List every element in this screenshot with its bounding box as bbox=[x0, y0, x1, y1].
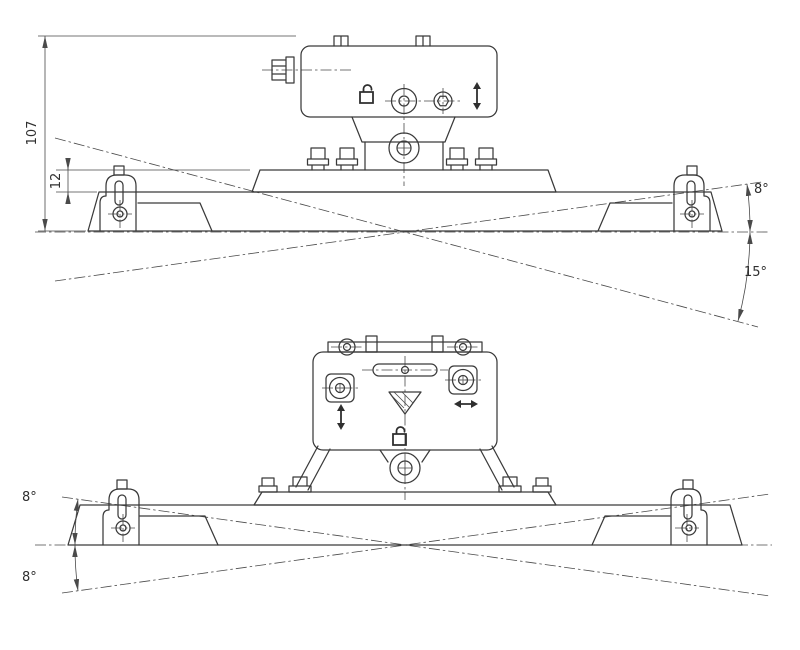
angle-8-arc-lower bbox=[72, 544, 80, 592]
rail-outline bbox=[87, 191, 723, 232]
bracket-bolt-left-outer bbox=[112, 206, 128, 222]
neck-lines bbox=[351, 116, 456, 143]
bracket-verticals bbox=[364, 141, 444, 171]
bottom-dimensions: 8° 8° bbox=[22, 490, 80, 592]
bracket-bolt-right-bottom-outer bbox=[681, 520, 697, 536]
adjuster-screw-left-outer bbox=[328, 376, 352, 400]
rail-step-lines bbox=[137, 202, 673, 232]
bracket-slot-right-bottom bbox=[683, 494, 693, 520]
top-tab-left bbox=[365, 335, 378, 353]
vertical-arrow-up bbox=[337, 404, 345, 411]
top-centerlines bbox=[35, 69, 768, 328]
adjuster-screw-right-outer bbox=[451, 368, 475, 392]
bracket-bolt-left-bottom-outer bbox=[115, 520, 131, 536]
bottom-centerlines bbox=[35, 346, 772, 597]
bracket-top-bolt-right-bottom bbox=[682, 479, 694, 490]
end-bracket-left bbox=[99, 174, 137, 232]
adjuster-boss-right bbox=[448, 365, 478, 395]
head-top-tabs bbox=[333, 35, 431, 47]
support-arm-left bbox=[295, 445, 331, 491]
unlock-icon bbox=[359, 84, 374, 104]
adjust-slot-pin bbox=[400, 365, 410, 375]
top-tab-right bbox=[431, 335, 444, 353]
pivot-outer-bottom bbox=[389, 452, 421, 484]
rail-outline-bottom bbox=[67, 504, 743, 546]
bracket-bolt-left-inner bbox=[116, 210, 124, 218]
side-screw-outer bbox=[433, 91, 453, 111]
horizontal-arrow-left bbox=[454, 400, 461, 408]
drive-screw-outer bbox=[390, 87, 418, 115]
bracket-crosshairs-top bbox=[108, 200, 704, 228]
bracket-slot-left bbox=[114, 180, 124, 206]
tilt-arrow-down bbox=[473, 103, 481, 110]
bracket-crosshairs-bottom bbox=[111, 514, 699, 542]
top-mount-plate bbox=[327, 341, 483, 353]
adjuster-boss-left bbox=[325, 373, 355, 403]
mount-bolts-top bbox=[306, 147, 498, 171]
adjuster-screw-left-cross bbox=[335, 383, 345, 393]
centerline-15deg bbox=[54, 137, 759, 328]
bracket-top-bolt-left bbox=[113, 165, 125, 176]
head-axis-centerlines bbox=[262, 69, 462, 186]
bottom-head-unit bbox=[258, 335, 552, 493]
side-adjust-bolt bbox=[271, 56, 295, 84]
dim-12-label: 12 bbox=[49, 173, 64, 190]
adjust-slot bbox=[372, 363, 438, 377]
angle-8-arc-upper bbox=[72, 498, 80, 546]
support-arm-right bbox=[479, 445, 515, 491]
angle-8-label-upper: 8° bbox=[22, 490, 37, 505]
end-bracket-right bbox=[673, 174, 711, 232]
wedge-hatch-lines bbox=[390, 391, 414, 409]
top-view: 107 12 8° 15° bbox=[25, 35, 769, 328]
bracket-bolt-left-bottom-inner bbox=[119, 524, 127, 532]
rail-step-lines-bottom bbox=[139, 515, 671, 546]
top-rail-assembly bbox=[87, 165, 723, 232]
horizontal-arrow-right bbox=[471, 400, 478, 408]
top-head-unit bbox=[271, 35, 498, 171]
rail-top-plate bbox=[251, 169, 557, 193]
screw-axes-bottom bbox=[322, 346, 481, 389]
end-bracket-left-bottom bbox=[102, 488, 140, 546]
tilt-arrow-up bbox=[473, 82, 481, 89]
bottom-view: 8° 8° bbox=[22, 335, 772, 597]
head-body bbox=[300, 45, 498, 118]
bracket-top-bolt-left-bottom bbox=[116, 479, 128, 490]
dim-107-label: 107 bbox=[25, 121, 40, 146]
angle-8-label-lower: 8° bbox=[22, 570, 37, 585]
pivot-cross-bottom bbox=[398, 461, 412, 475]
bracket-slot-left-bottom bbox=[117, 494, 127, 520]
extension-lines-top bbox=[38, 35, 296, 232]
top-dimensions: 107 12 8° 15° bbox=[25, 35, 769, 322]
bottom-rail-assembly bbox=[67, 479, 743, 546]
neck-lines-bottom bbox=[379, 449, 431, 463]
centerline-falling bbox=[61, 496, 771, 597]
angle-8-label-top: 8° bbox=[754, 182, 769, 197]
unlock-icon-bottom bbox=[392, 426, 407, 446]
bracket-bolt-right-outer bbox=[684, 206, 700, 222]
top-bolt-left-inner bbox=[342, 342, 352, 352]
end-bracket-right-bottom bbox=[670, 488, 708, 546]
angle-15-arc-top bbox=[737, 231, 753, 322]
angle-8-arc-top bbox=[745, 183, 753, 233]
vertical-arrow-down bbox=[337, 423, 345, 430]
top-bolt-right-inner bbox=[458, 342, 468, 352]
adjuster-screw-right-cross bbox=[458, 375, 468, 385]
side-screw-hex bbox=[436, 95, 450, 107]
pivot-cross bbox=[397, 141, 411, 155]
bracket-top-bolt-right bbox=[686, 165, 698, 176]
angle-15-label-top: 15° bbox=[744, 265, 767, 280]
top-bolt-left-outer bbox=[338, 338, 356, 356]
top-bolt-right-outer bbox=[454, 338, 472, 356]
bracket-bolt-right-inner bbox=[688, 210, 696, 218]
bracket-slot-right bbox=[686, 180, 696, 206]
bracket-bolt-right-bottom-inner bbox=[685, 524, 693, 532]
pivot-outer bbox=[388, 132, 420, 164]
drive-screw-inner bbox=[398, 95, 410, 107]
centerline-rising bbox=[61, 493, 771, 594]
